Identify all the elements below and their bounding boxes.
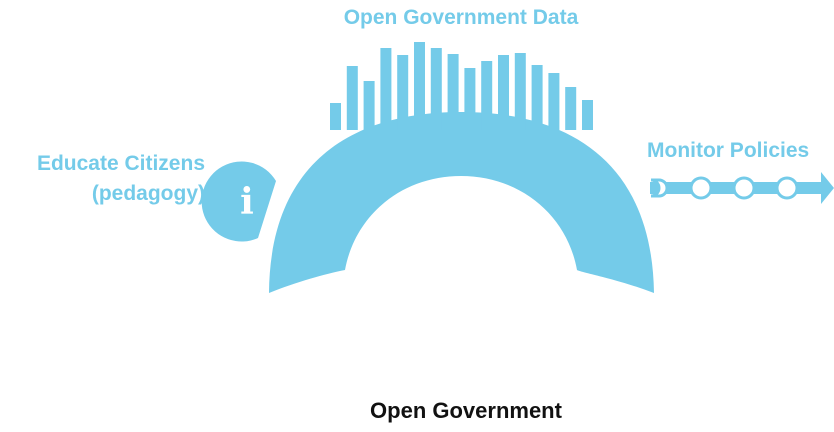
bar-chart-bar <box>548 73 560 130</box>
bar-chart-bar <box>363 81 375 130</box>
bar-chart-bar <box>380 48 392 130</box>
bar-chart-bar <box>481 61 493 130</box>
bar-chart-bar <box>514 53 526 130</box>
transparency-arch <box>269 112 654 293</box>
bar-chart-icon <box>330 42 593 130</box>
bar-chart-bar <box>464 68 476 130</box>
bar-chart-bar <box>346 66 358 130</box>
monitor-policies-label: Monitor Policies <box>647 139 810 162</box>
transparency-label: Transparency <box>389 251 527 274</box>
bar-chart-bar <box>397 55 409 130</box>
educate-citizens-label: Educate Citizens (pedagogy) <box>37 149 205 209</box>
bar-chart-bar <box>531 65 543 130</box>
timeline-node <box>732 176 756 200</box>
timeline-node <box>775 176 799 200</box>
timeline-arrow-icon <box>650 172 834 204</box>
timeline-start-node <box>650 178 669 198</box>
timeline-node <box>689 176 713 200</box>
page-title: Open Government <box>370 398 562 423</box>
info-glyph: i <box>240 181 254 223</box>
bar-chart-bar <box>447 54 459 130</box>
bar-chart-bar <box>565 87 577 130</box>
info-half-disc <box>201 161 276 242</box>
bar-chart-bar <box>430 48 442 130</box>
bar-chart-bar <box>414 42 425 130</box>
bar-chart-bar <box>582 100 593 130</box>
educate-citizens-line2: (pedagogy) <box>91 182 205 205</box>
bar-chart-bar <box>330 103 341 130</box>
info-icon: i <box>201 161 276 242</box>
bar-chart-bar <box>498 55 509 130</box>
open-government-data-label: Open Government Data <box>343 6 579 29</box>
educate-citizens-line1: Educate Citizens <box>36 152 205 175</box>
timeline-arrowhead <box>821 172 834 204</box>
